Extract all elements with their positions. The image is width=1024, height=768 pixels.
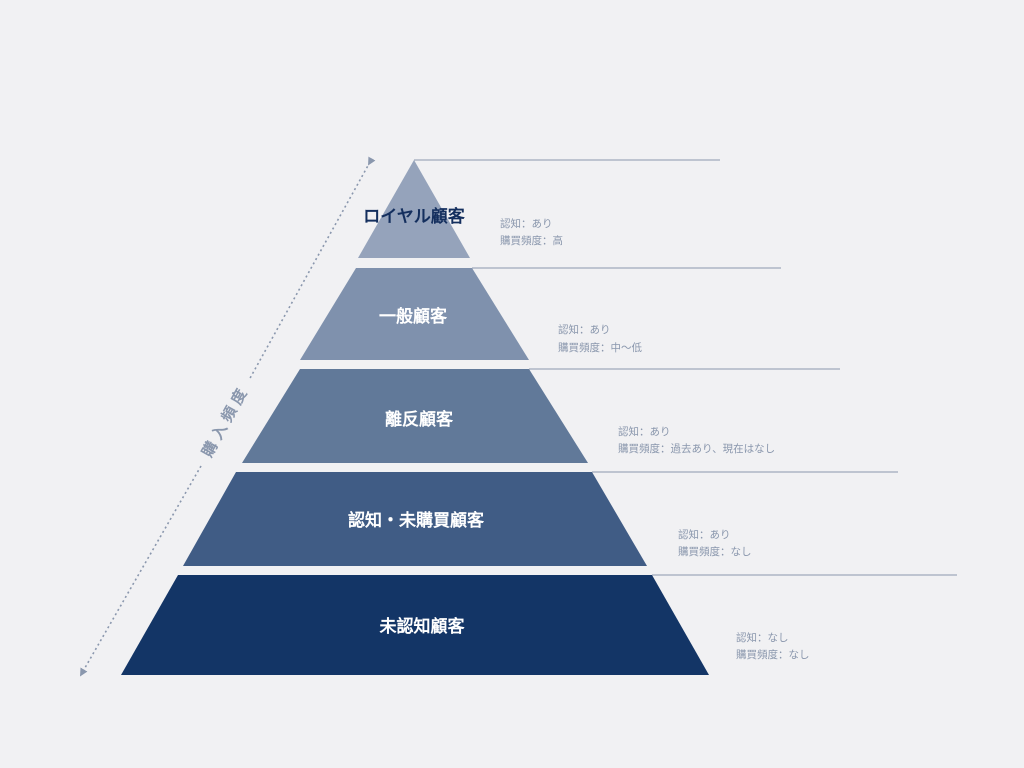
tier-unaware-desc-1: 認知：なし: [736, 631, 789, 644]
tier-churned: 離反顧客 認知：あり 購買頻度：過去あり、現在はなし: [242, 368, 840, 463]
tier-churned-shape: [242, 369, 588, 463]
tier-loyal-desc-2: 購買頻度：高: [500, 234, 563, 247]
tier-loyal-label: ロイヤル顧客: [363, 206, 465, 227]
tier-churned-desc-2: 購買頻度：過去あり、現在はなし: [618, 442, 775, 455]
tier-aware-nonbuyer-shape: [183, 472, 647, 566]
tier-general-label: 一般顧客: [379, 306, 448, 327]
tier-loyal: ロイヤル顧客 認知：あり 購買頻度：高: [358, 159, 720, 258]
axis-line-upper: [248, 156, 376, 381]
tier-unaware-shape: [121, 575, 709, 675]
tier-loyal-desc-1: 認知：あり: [500, 217, 553, 230]
tier-general-shape: [300, 268, 529, 360]
tier-general: 一般顧客 認知：あり 購買頻度：中〜低: [300, 267, 781, 360]
tier-loyal-shape: [358, 160, 470, 258]
tier-churned-label: 離反顧客: [385, 409, 454, 430]
tier-churned-desc-1: 認知：あり: [618, 425, 671, 438]
axis-label: 購入頻度: [198, 381, 253, 461]
tier-aware-nonbuyer-desc-2: 購買頻度：なし: [678, 545, 752, 558]
tier-unaware: 未認知顧客 認知：なし 購買頻度：なし: [121, 574, 957, 675]
tier-aware-nonbuyer-label: 認知・未購買顧客: [348, 510, 485, 531]
tier-unaware-label: 未認知顧客: [379, 616, 466, 637]
tier-general-desc-2: 購買頻度：中〜低: [558, 341, 642, 354]
tier-aware-nonbuyer-desc-1: 認知：あり: [678, 528, 731, 541]
tier-aware-nonbuyer: 認知・未購買顧客 認知：あり 購買頻度：なし: [183, 471, 898, 566]
tier-unaware-desc-2: 購買頻度：なし: [736, 648, 810, 661]
tier-general-desc-1: 認知：あり: [558, 323, 611, 336]
